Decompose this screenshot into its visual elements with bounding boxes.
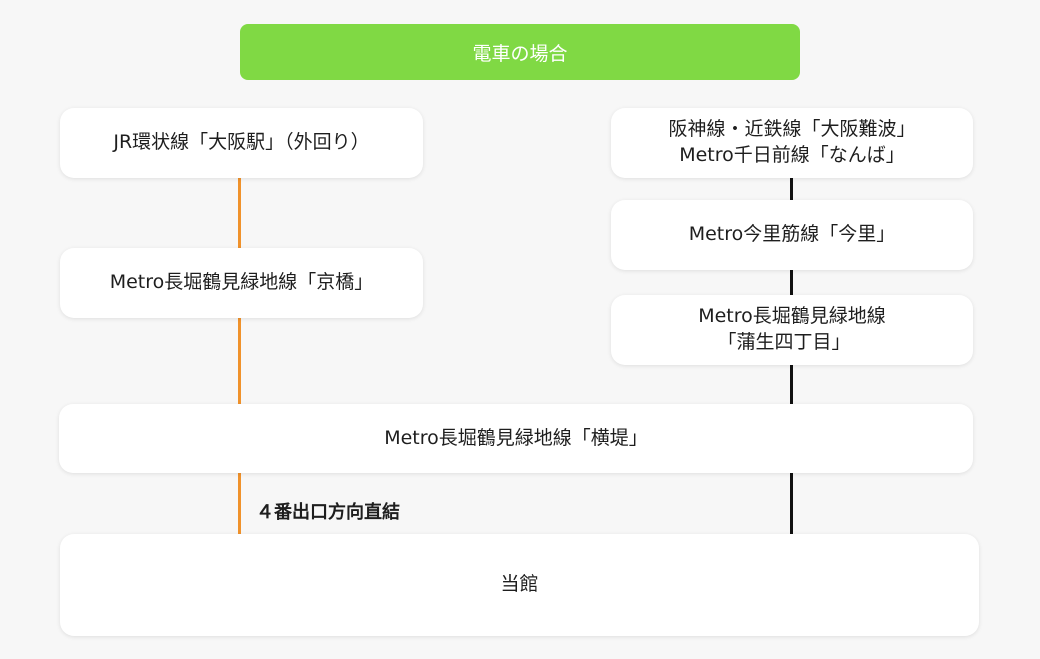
left-transfer-station-box: Metro長堀鶴見緑地線「京橋」 — [60, 248, 423, 318]
left-start-station-box: JR環状線「大阪駅」（外回り） — [60, 108, 423, 178]
right-transfer-station-1-box: Metro今里筋線「今里」 — [611, 200, 973, 270]
right-start-line-1: 阪神線・近鉄線「大阪難波」 — [668, 118, 916, 141]
page-title-text: 電車の場合 — [472, 42, 568, 65]
destination-box: 当館 — [60, 534, 979, 636]
right-route-line-2 — [790, 270, 793, 296]
left-route-line-1 — [238, 178, 241, 248]
left-transfer-station: Metro長堀鶴見緑地線「京橋」 — [109, 271, 374, 294]
right-transfer-2-line-2: 「蒲生四丁目」 — [717, 331, 851, 353]
left-route-line-3 — [238, 473, 241, 535]
right-route-line-4 — [790, 473, 793, 535]
shared-station-box: Metro長堀鶴見緑地線「横堤」 — [59, 404, 973, 473]
left-route-line-2 — [238, 318, 241, 404]
right-route-line-1 — [790, 178, 793, 200]
right-route-line-3 — [790, 365, 793, 404]
right-transfer-station-2-box: Metro長堀鶴見緑地線 「蒲生四丁目」 — [611, 295, 973, 365]
right-transfer-2-line-1: Metro長堀鶴見緑地線 — [698, 305, 886, 328]
right-start-station-box: 阪神線・近鉄線「大阪難波」 Metro千日前線「なんば」 — [611, 108, 973, 178]
page-title: 電車の場合 — [240, 24, 800, 80]
left-start-station: JR環状線「大阪駅」（外回り） — [113, 131, 370, 154]
shared-station: Metro長堀鶴見緑地線「横堤」 — [384, 426, 648, 449]
destination-label: 当館 — [500, 573, 539, 596]
right-start-line-2: Metro千日前線「なんば」 — [679, 144, 905, 166]
exit-note: ４番出口方向直結 — [256, 502, 400, 523]
right-transfer-station-1: Metro今里筋線「今里」 — [688, 223, 896, 246]
